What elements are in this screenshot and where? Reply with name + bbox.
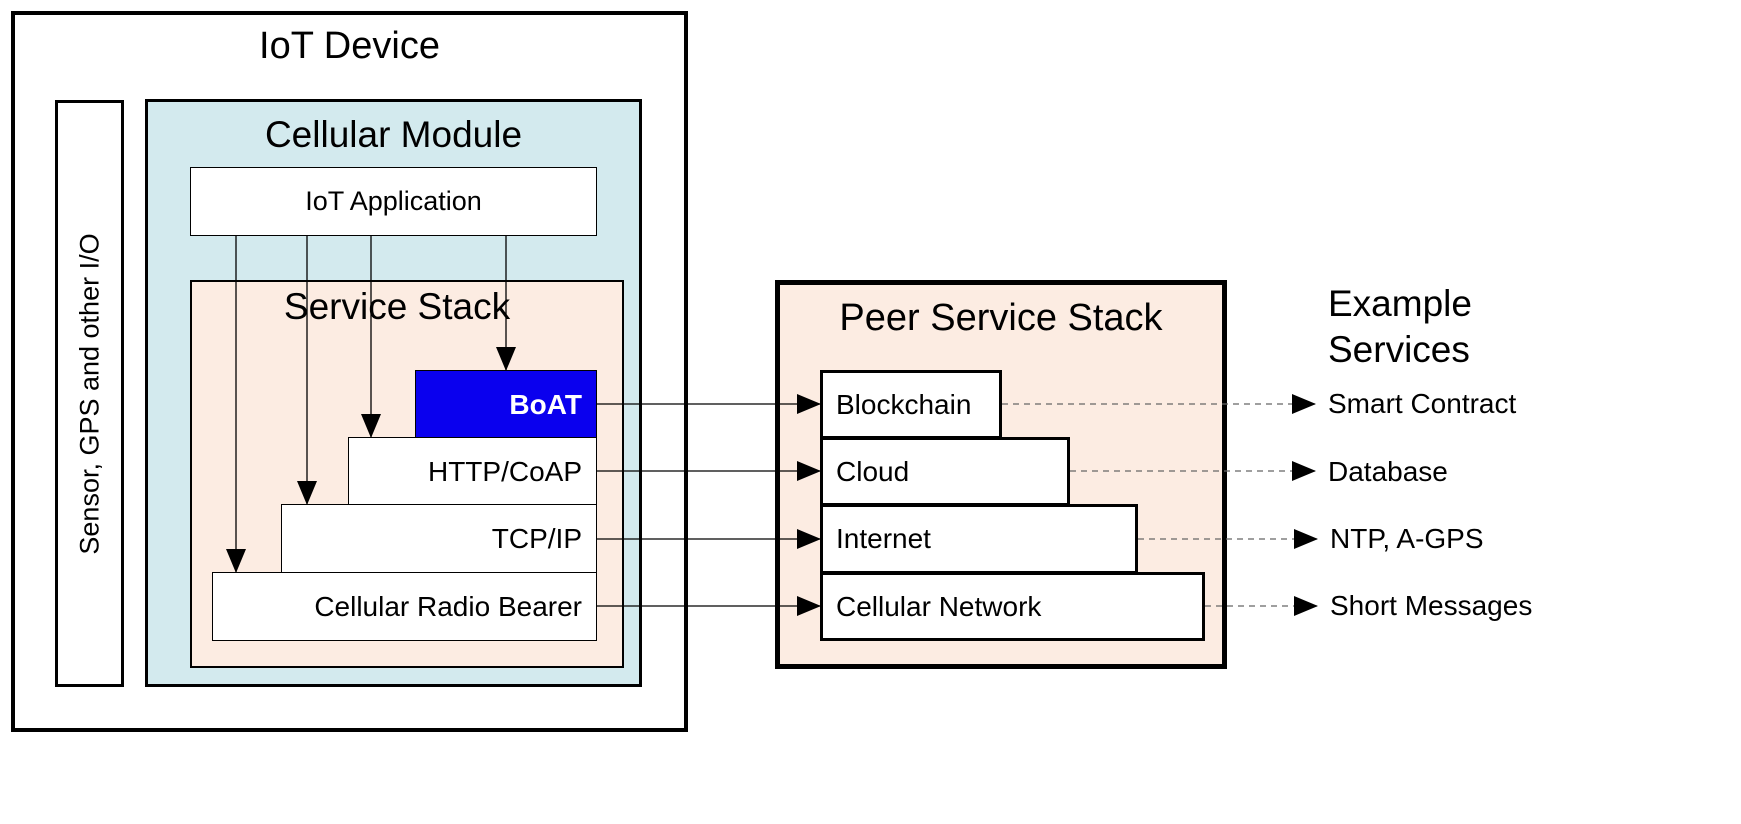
service-ntp-agps: NTP, A-GPS (1330, 523, 1484, 554)
iot-application-label: IoT Application (305, 186, 482, 216)
cellular-network-label: Cellular Network (836, 590, 1042, 622)
blockchain-layer: Blockchain (820, 370, 1002, 439)
sensor-io-panel: Sensor, GPS and other I/O (55, 100, 124, 687)
cellular-radio-bearer-label: Cellular Radio Bearer (314, 590, 582, 622)
boat-layer: BoAT (415, 370, 597, 439)
cloud-label: Cloud (836, 455, 910, 487)
blockchain-label: Blockchain (836, 388, 972, 420)
peer-service-stack-title: Peer Service Stack (839, 297, 1163, 339)
boat-label: BoAT (509, 388, 582, 420)
iot-application-box: IoT Application (190, 167, 597, 236)
service-stack-title: Service Stack (283, 286, 511, 327)
iot-device-title: IoT Device (259, 25, 440, 67)
example-services-title: Example Services (1328, 283, 1472, 370)
service-short-messages: Short Messages (1330, 590, 1533, 621)
http-coap-label: HTTP/CoAP (427, 455, 582, 487)
cloud-layer: Cloud (820, 437, 1070, 506)
cellular-module-title: Cellular Module (264, 114, 523, 155)
cellular-network-layer: Cellular Network (820, 572, 1205, 641)
service-database: Database (1328, 456, 1448, 487)
cellular-radio-bearer-layer: Cellular Radio Bearer (212, 572, 597, 641)
internet-label: Internet (836, 523, 931, 554)
service-smart-contract: Smart Contract (1328, 388, 1517, 419)
tcp-ip-label: TCP/IP (491, 523, 582, 554)
